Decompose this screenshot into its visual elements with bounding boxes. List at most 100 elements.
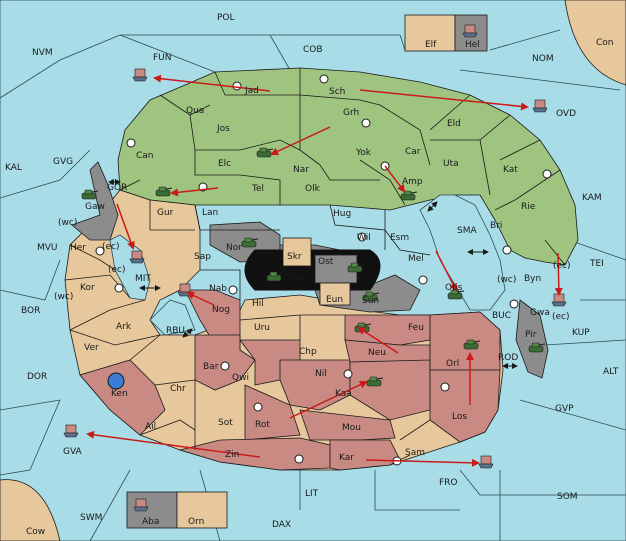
land-label-amp: Amp bbox=[402, 177, 423, 187]
inner-sea-sma bbox=[419, 194, 506, 311]
sea-label-mvu: MVU bbox=[37, 243, 58, 253]
land-label-los: Los bbox=[452, 412, 467, 422]
land-label-elc: Elc bbox=[218, 159, 231, 169]
territory-feu[interactable] bbox=[344, 314, 431, 346]
land-label-uta: Uta bbox=[443, 159, 459, 169]
land-label-zin: Zin bbox=[225, 450, 239, 460]
supply-centre bbox=[319, 74, 329, 84]
territory-gaw[interactable] bbox=[71, 161, 119, 241]
land-label-rot: Rot bbox=[255, 420, 270, 430]
land-label-kar: Kar bbox=[339, 453, 354, 463]
coast-labels: (wc) (ec) (ec) (wc) (wc) (ec) (ec) bbox=[54, 218, 571, 322]
territory-skr[interactable] bbox=[282, 237, 312, 267]
land-label-grh: Grh bbox=[343, 108, 359, 118]
supply-centre bbox=[440, 382, 450, 392]
fleet-unit[interactable] bbox=[478, 455, 494, 469]
land-label-jos: Jos bbox=[216, 124, 230, 134]
territory-eun[interactable] bbox=[319, 282, 351, 306]
move-arrow bbox=[384, 165, 406, 193]
supply-centre bbox=[509, 299, 519, 309]
inner-borders-south bbox=[64, 244, 431, 466]
land-label-ark: Ark bbox=[116, 322, 132, 332]
move-arrow bbox=[116, 203, 135, 250]
territory-pir[interactable] bbox=[515, 299, 549, 379]
sea-label-dax: DAX bbox=[272, 520, 291, 530]
sea-label-kal: KAL bbox=[5, 163, 22, 173]
move-arrow bbox=[365, 458, 480, 467]
fleet-unit[interactable] bbox=[532, 99, 548, 113]
supply-centre bbox=[357, 232, 367, 242]
sea-label-sma: SMA bbox=[457, 226, 477, 236]
land-label-kaa: Kaa bbox=[335, 389, 352, 399]
sea-labels: POL COB NVM FUN NOM OVD KAL GVG GOR MVU … bbox=[5, 13, 619, 530]
sea-label-mit: MIT bbox=[135, 274, 151, 284]
land-label-nil: Nil bbox=[315, 369, 327, 379]
land-label-elf: Elf bbox=[425, 40, 437, 50]
territory-rot[interactable] bbox=[244, 384, 301, 441]
supply-centre bbox=[253, 402, 263, 412]
land-label-gaw: Gaw bbox=[85, 202, 105, 212]
link-arrow bbox=[182, 328, 193, 338]
land-label-gur: Gur bbox=[157, 208, 174, 218]
land-label-hug: Hug bbox=[333, 209, 351, 219]
land-label-nab: Nab bbox=[209, 284, 227, 294]
land-label-neu: Neu bbox=[368, 348, 386, 358]
supply-centre bbox=[361, 118, 371, 128]
coast-label: (ec) bbox=[108, 265, 126, 275]
territory-elf[interactable] bbox=[404, 14, 456, 52]
sea-label-dor: DOR bbox=[27, 372, 47, 382]
coast-label: (wc) bbox=[497, 275, 516, 285]
land-label-tel: Tel bbox=[251, 184, 264, 194]
territory-orn[interactable] bbox=[176, 491, 228, 529]
move-arrow bbox=[153, 74, 271, 92]
land-label-bri: Bri bbox=[490, 221, 502, 231]
land-label-kat: Kat bbox=[503, 165, 518, 175]
land-label-web: Web bbox=[287, 273, 307, 283]
fleet-unit[interactable] bbox=[132, 68, 148, 82]
sea-label-fun: FUN bbox=[153, 53, 172, 63]
coast-label: (ec) bbox=[553, 261, 571, 271]
sea-label-bor: BOR bbox=[21, 306, 40, 316]
inner-sea-rbu bbox=[149, 299, 196, 336]
sea-label-pol: POL bbox=[217, 13, 235, 23]
sea-label-tei: TEI bbox=[589, 259, 604, 269]
supply-centre bbox=[228, 285, 238, 295]
land-label-feu: Feu bbox=[408, 323, 424, 333]
sea-label-nvm: NVM bbox=[32, 48, 53, 58]
foreign-unit-icon[interactable] bbox=[107, 372, 125, 390]
supply-centre bbox=[502, 245, 512, 255]
fleet-unit[interactable] bbox=[551, 293, 567, 307]
supply-centre bbox=[95, 246, 105, 256]
land-label-sam: Sam bbox=[405, 448, 425, 458]
sea-label-gor: GOR bbox=[107, 183, 127, 193]
land-label-eld: Eld bbox=[447, 119, 461, 129]
fleet-unit[interactable] bbox=[129, 250, 145, 264]
land-labels: Elf Hel Jad Sch Qua Jos Grh Eld Can Yok … bbox=[70, 40, 550, 527]
supply-centre bbox=[343, 369, 353, 379]
sea-label-som: SOM bbox=[557, 492, 578, 502]
territory-orl[interactable] bbox=[429, 311, 501, 371]
land-label-skr: Skr bbox=[287, 252, 302, 262]
sea-label-rbu: RBU bbox=[166, 326, 185, 336]
coastal-links bbox=[108, 179, 518, 369]
corner-label-cow: Cow bbox=[26, 527, 45, 537]
land-label-wil: Wil bbox=[357, 233, 371, 243]
sea-label-gva: GVA bbox=[63, 447, 83, 457]
land-label-her: Her bbox=[70, 243, 86, 253]
land-label-bar: Bar bbox=[203, 362, 219, 372]
land-label-yok: Yok bbox=[355, 148, 372, 158]
land-label-qwi: Qwi bbox=[232, 373, 249, 383]
fleet-unit[interactable] bbox=[462, 24, 478, 38]
land-label-hil: Hil bbox=[252, 299, 264, 309]
move-arrow bbox=[289, 380, 368, 419]
fleet-unit[interactable] bbox=[63, 424, 79, 438]
sea-label-cob: COB bbox=[303, 45, 323, 55]
move-arrow bbox=[357, 326, 399, 354]
fleet-unit[interactable] bbox=[133, 498, 149, 512]
move-arrow bbox=[435, 250, 457, 292]
land-label-sap: Sap bbox=[194, 252, 211, 262]
territory-mou[interactable] bbox=[299, 409, 396, 441]
supply-centre bbox=[232, 81, 242, 91]
move-arrow bbox=[270, 126, 331, 156]
land-label-pir: Pir bbox=[525, 330, 537, 340]
